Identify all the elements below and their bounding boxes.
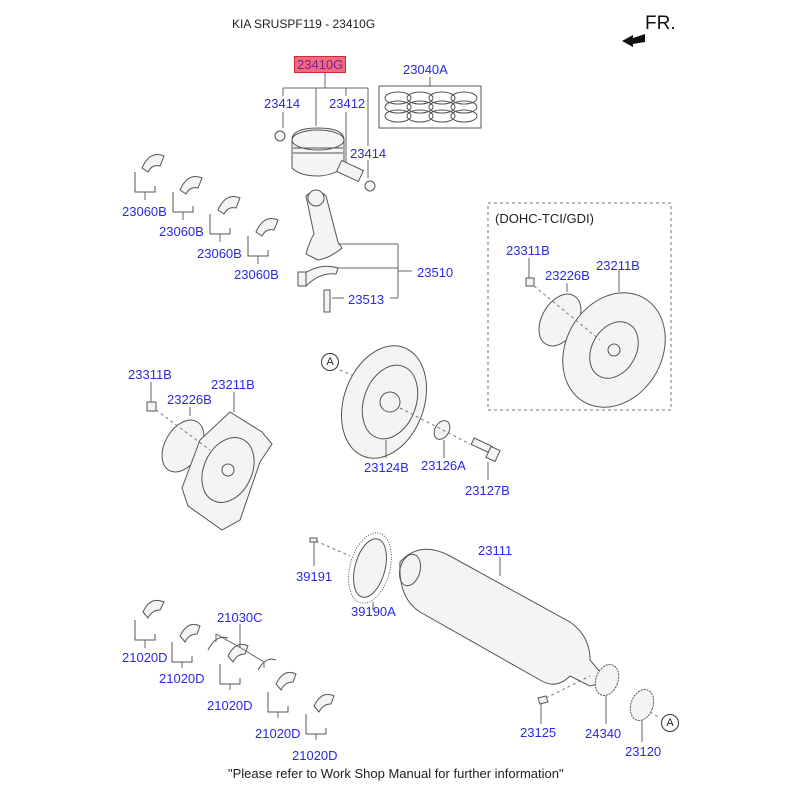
part-label-timing-sprocket[interactable]: 24340 xyxy=(585,726,622,741)
part-label-crank-sprocket[interactable]: 23120 xyxy=(625,744,662,759)
part-label-main-bearing[interactable]: 21020D xyxy=(122,650,168,665)
part-label-piston-assy-highlighted[interactable]: 23410G xyxy=(294,56,347,73)
part-label-conrod-bearing[interactable]: 23060B xyxy=(234,267,279,282)
part-label-main-bearing[interactable]: 21020D xyxy=(159,671,205,686)
gdi-drive-plate-drawing xyxy=(525,258,666,408)
part-label-ring-gear-bolt[interactable]: 39191 xyxy=(296,569,333,584)
diagram-title: KIA SRUSPF119 - 23410G xyxy=(232,17,376,31)
part-label-conrod-bearing[interactable]: 23060B xyxy=(159,224,204,239)
piston-drawing xyxy=(274,127,376,192)
damper-pulley-drawing xyxy=(339,345,501,480)
piston-leaders xyxy=(282,70,431,178)
part-label-ring-gear[interactable]: 39190A xyxy=(351,604,396,619)
part-label-drive-plate[interactable]: 23211B xyxy=(211,377,255,392)
part-label-gdi-bolt[interactable]: 23311B xyxy=(506,243,550,258)
footer-note: "Please refer to Work Shop Manual for fu… xyxy=(228,766,564,781)
part-label-key[interactable]: 23125 xyxy=(520,725,557,740)
part-label-bolt[interactable]: 23311B xyxy=(128,367,172,382)
part-label-conrod-bearing[interactable]: 23060B xyxy=(122,204,167,219)
part-label-gdi-adapter-plate[interactable]: 23226B xyxy=(545,268,590,283)
part-label-conrod-bolt[interactable]: 23513 xyxy=(348,292,385,307)
part-label-main-bearing[interactable]: 21020D xyxy=(255,726,301,741)
part-label-adapter-plate[interactable]: 23226B xyxy=(167,392,212,407)
part-label-pulley-bolt[interactable]: 23127B xyxy=(465,483,510,498)
variant-box xyxy=(487,202,672,411)
part-label-piston-ring-set[interactable]: 23040A xyxy=(403,62,448,77)
part-label-thrust-bearing[interactable]: 21030C xyxy=(217,610,263,625)
part-label-washer[interactable]: 23126A xyxy=(421,458,466,473)
direction-label: FR. xyxy=(645,13,676,34)
part-label-connecting-rod[interactable]: 23510 xyxy=(417,265,454,280)
reference-marker-a: A xyxy=(661,714,679,732)
crankshaft-drawing xyxy=(309,532,661,742)
part-label-damper-pulley[interactable]: 23124B xyxy=(364,460,409,475)
variant-box-label: (DOHC-TCI/GDI) xyxy=(495,211,594,226)
piston-ring-set-drawing xyxy=(378,85,482,129)
part-label-snap-ring[interactable]: 23414 xyxy=(350,146,387,161)
part-label-main-bearing[interactable]: 21020D xyxy=(207,698,253,713)
part-label-snap-ring[interactable]: 23414 xyxy=(264,96,301,111)
part-label-crankshaft[interactable]: 23111 xyxy=(478,543,513,558)
part-label-conrod-bearing[interactable]: 23060B xyxy=(197,246,242,261)
connecting-rod-drawing xyxy=(297,189,412,313)
conrod-bearings-drawing xyxy=(134,154,279,264)
part-label-piston-pin[interactable]: 23412 xyxy=(329,96,366,111)
part-label-gdi-drive-plate[interactable]: 23211B xyxy=(596,258,640,273)
drive-plate-drawing xyxy=(146,382,273,531)
arrow-forward-left-icon xyxy=(622,34,645,47)
main-bearings-drawing xyxy=(134,599,335,740)
part-label-main-bearing[interactable]: 21020D xyxy=(292,748,338,763)
reference-marker-a: A xyxy=(321,353,339,371)
